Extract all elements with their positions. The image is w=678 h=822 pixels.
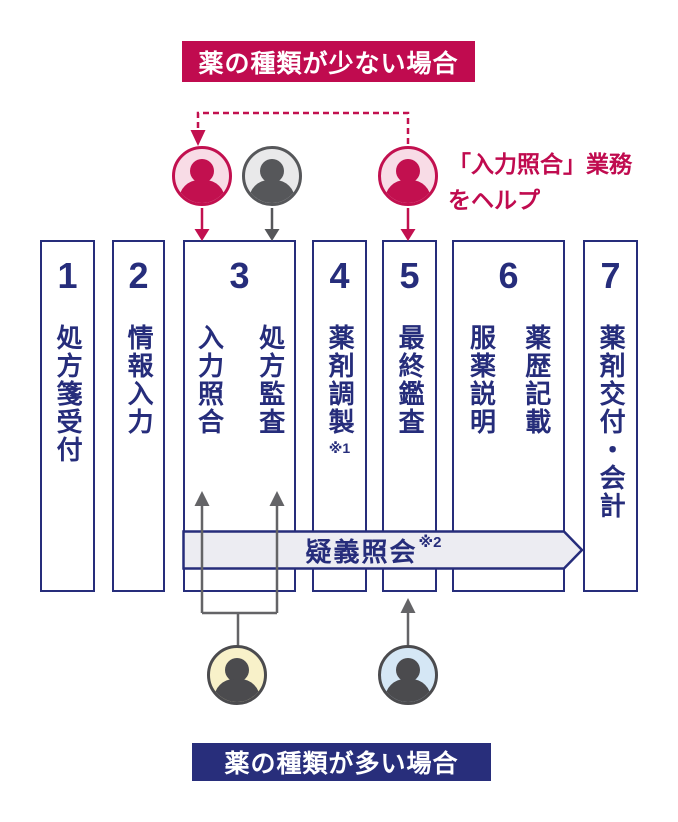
step-label-3-prescription-audit: 処方監査	[255, 324, 286, 436]
step-number-3: 3	[229, 255, 250, 296]
inquiry-arrow-banner	[182, 530, 584, 570]
down-arrow-red-right	[400, 208, 416, 241]
footnote-mark-1: ※1	[328, 440, 351, 456]
person-icon-crimson-right	[378, 146, 438, 206]
inquiry-label: 疑義照会	[305, 536, 418, 567]
step-box-7: 7 薬剤交付・会計	[583, 240, 638, 592]
step-label-4: 薬剤調製	[325, 324, 356, 436]
step-label-2: 情報入力	[124, 324, 155, 436]
person-head	[396, 658, 420, 682]
step-label-1: 処方箋受付	[53, 324, 84, 464]
down-arrow-red-left	[194, 208, 210, 241]
person-icon-crimson-left	[172, 146, 232, 206]
person-torso	[385, 180, 431, 203]
step-number-6: 6	[498, 255, 519, 296]
step-number-5: 5	[399, 255, 420, 296]
help-note-line1: 「入力照合」業務	[448, 151, 632, 177]
footnote-mark-2: ※2	[418, 534, 442, 551]
step-label-3-input-check: 入力照合	[194, 324, 225, 436]
person-head	[190, 159, 214, 183]
down-arrow-gray	[264, 208, 280, 241]
person-torso	[249, 180, 295, 203]
person-torso	[179, 180, 225, 203]
step-label-6-medication-guidance: 服薬説明	[466, 324, 497, 436]
person-head	[396, 159, 420, 183]
help-dashed-arrow	[190, 111, 410, 146]
up-arrow-blue	[400, 598, 416, 647]
step-label-5: 最終鑑査	[395, 324, 426, 436]
person-head	[260, 159, 284, 183]
person-icon-blue	[378, 645, 438, 705]
step-number-2: 2	[128, 255, 149, 296]
inquiry-banner-text: 疑義照会 ※2	[182, 530, 565, 570]
step-number-1: 1	[57, 255, 78, 296]
person-icon-gray	[242, 146, 302, 206]
person-head	[225, 658, 249, 682]
help-note-line2: をヘルプ	[448, 187, 540, 213]
few-drug-types-banner: 薬の種類が少ない場合	[182, 41, 475, 82]
step-number-4: 4	[329, 255, 350, 296]
step-label-7: 薬剤交付・会計	[596, 324, 627, 520]
person-torso	[385, 679, 431, 702]
person-icon-yellow	[207, 645, 267, 705]
many-drug-types-banner: 薬の種類が多い場合	[192, 743, 491, 781]
step-box-1: 1 処方箋受付	[40, 240, 95, 592]
step-number-7: 7	[600, 255, 621, 296]
step-label-6-record: 薬歴記載	[521, 324, 552, 436]
inquiry-arrow-shape	[182, 530, 584, 570]
step-box-2: 2 情報入力	[112, 240, 165, 592]
person-torso	[214, 679, 260, 702]
help-note: 「入力照合」業務 をヘルプ	[448, 146, 632, 218]
